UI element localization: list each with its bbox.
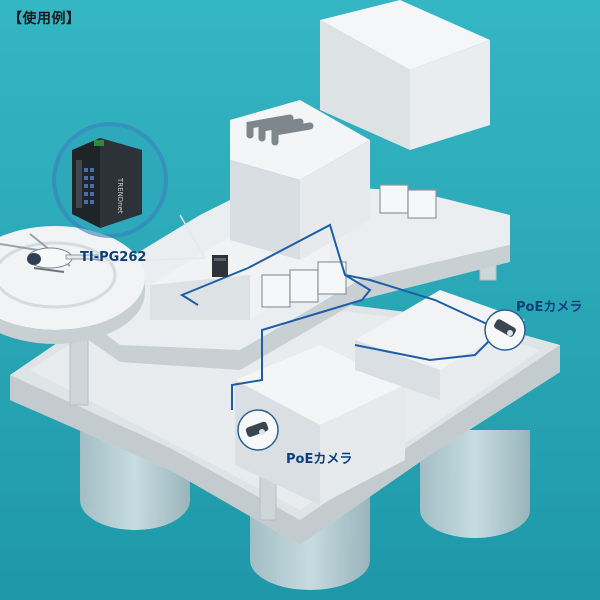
poe-camera-icon-left bbox=[237, 409, 279, 451]
camera-label-left: PoEカメラ bbox=[286, 452, 353, 467]
tall-block bbox=[320, 0, 490, 150]
network-switch-icon: TRENDnet bbox=[72, 138, 142, 228]
helicopter-icon bbox=[0, 233, 101, 273]
right-block bbox=[355, 290, 525, 400]
platform-legs bbox=[80, 420, 530, 590]
network-switch-small-icon bbox=[212, 255, 228, 277]
camera-label-right: PoEカメラ bbox=[516, 300, 583, 315]
page-heading: 【使用例】 bbox=[8, 11, 81, 27]
switch-callout: TRENDnet bbox=[52, 122, 206, 263]
product-model-label: TI-PG262 bbox=[80, 250, 147, 265]
switch-brand-text: TRENDnet bbox=[116, 177, 124, 214]
poe-camera-icon-right bbox=[484, 309, 526, 351]
